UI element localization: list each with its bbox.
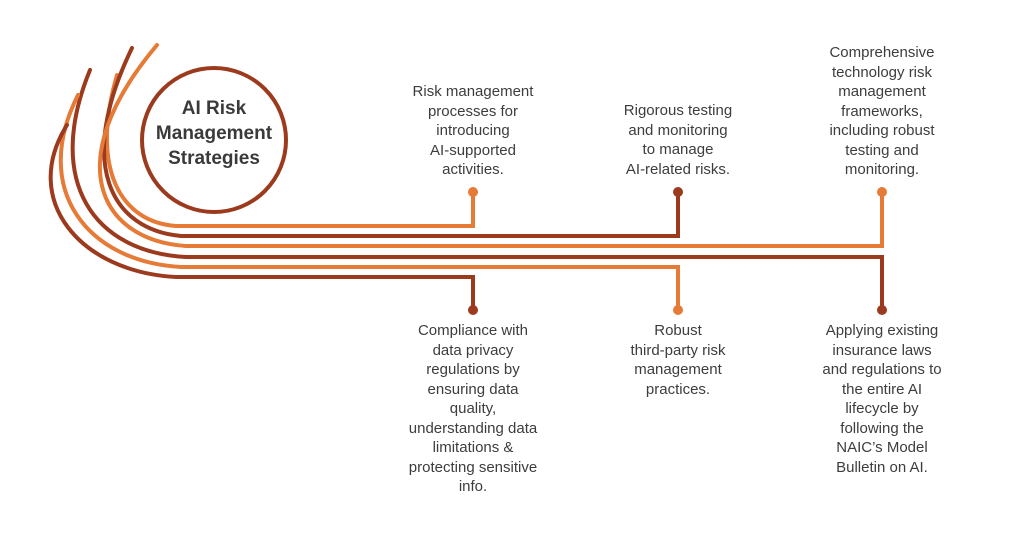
dot-bottom-3 (877, 305, 887, 315)
title-line-1: AI Risk (181, 98, 247, 119)
line-bottom-1 (70, 68, 884, 312)
strategy-top-2-text: Rigorous testing and monitoring to manag… (623, 102, 733, 178)
strategy-top-3-text: Comprehensive technology risk management… (829, 44, 935, 178)
dot-top-2 (673, 187, 683, 197)
strategy-top-1-text: Risk management processes for introducin… (412, 83, 534, 178)
diagram-title: AI Risk Management Strategies (138, 96, 290, 171)
title-circle (140, 66, 288, 214)
strategy-bottom-2-text: Robust third-party risk management pract… (630, 322, 726, 398)
dot-top-3 (877, 187, 887, 197)
line-top-3 (97, 43, 884, 248)
dot-top-1 (468, 187, 478, 197)
title-line-3: Strategies (168, 148, 260, 169)
line-bottom-3 (48, 123, 475, 312)
title-line-2: Management (155, 123, 273, 144)
strategy-bottom-3-text: Applying existing insurance laws and reg… (822, 322, 942, 476)
dot-bottom-2 (673, 305, 683, 315)
line-bottom-2 (58, 93, 680, 312)
strategy-bottom-1-text: Compliance with data privacy regulations… (408, 322, 538, 495)
dot-bottom-1 (468, 305, 478, 315)
line-top-2 (102, 46, 680, 238)
